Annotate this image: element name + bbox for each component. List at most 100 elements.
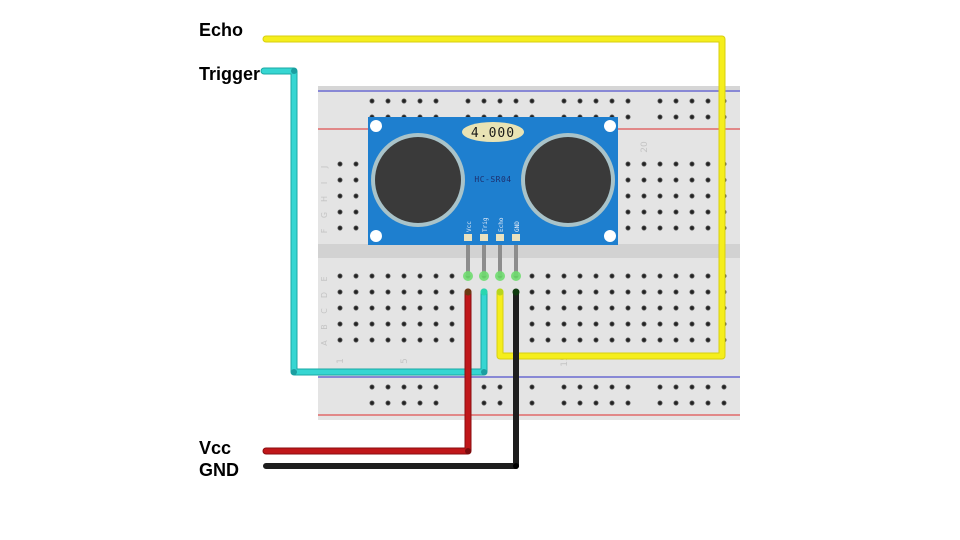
breadboard-hole bbox=[385, 337, 391, 343]
breadboard-hole bbox=[337, 161, 343, 167]
breadboard-hole bbox=[625, 225, 631, 231]
breadboard-hole bbox=[353, 161, 359, 167]
breadboard-hole bbox=[593, 273, 599, 279]
breadboard-hole bbox=[417, 273, 423, 279]
breadboard-hole bbox=[657, 321, 663, 327]
rail-hole bbox=[625, 400, 631, 406]
trigger-wire-end bbox=[481, 369, 487, 375]
breadboard-hole bbox=[369, 273, 375, 279]
row-letter-label: A bbox=[320, 340, 329, 346]
row-letter-label: I bbox=[320, 182, 329, 184]
crystal-oscillator bbox=[462, 122, 524, 142]
row-letter-label: F bbox=[320, 228, 329, 233]
breadboard-hole bbox=[625, 273, 631, 279]
rail-hole bbox=[465, 98, 471, 104]
breadboard-hole bbox=[449, 337, 455, 343]
rail-hole bbox=[689, 384, 695, 390]
pin-leg-echo bbox=[498, 240, 502, 276]
breadboard-hole bbox=[449, 273, 455, 279]
rail-hole bbox=[497, 98, 503, 104]
breadboard-hole bbox=[641, 177, 647, 183]
breadboard-hole bbox=[417, 321, 423, 327]
rail-hole bbox=[625, 98, 631, 104]
trigger-wire-bend-2 bbox=[291, 369, 297, 375]
rail-hole bbox=[625, 384, 631, 390]
rail-hole bbox=[529, 400, 535, 406]
mount-hole-br bbox=[604, 230, 616, 242]
breadboard-hole bbox=[337, 289, 343, 295]
breadboard-hole bbox=[577, 273, 583, 279]
wires bbox=[260, 35, 726, 469]
rail-hole bbox=[689, 400, 695, 406]
pin-leg-vcc bbox=[466, 240, 470, 276]
breadboard-hole bbox=[401, 289, 407, 295]
rail-hole bbox=[673, 400, 679, 406]
breadboard-hole bbox=[529, 273, 535, 279]
breadboard-hole bbox=[337, 209, 343, 215]
breadboard-hole bbox=[609, 289, 615, 295]
breadboard-hole bbox=[433, 305, 439, 311]
breadboard-hole bbox=[689, 273, 695, 279]
breadboard-hole bbox=[561, 273, 567, 279]
rail-hole bbox=[561, 400, 567, 406]
breadboard-hole bbox=[433, 337, 439, 343]
breadboard-hole bbox=[657, 273, 663, 279]
breadboard-hole bbox=[593, 337, 599, 343]
breadboard-hole bbox=[561, 321, 567, 327]
pin-contact-vcc bbox=[463, 271, 473, 281]
breadboard-hole bbox=[337, 321, 343, 327]
rail-hole bbox=[385, 384, 391, 390]
breadboard-hole bbox=[657, 193, 663, 199]
mount-hole-tl bbox=[370, 120, 382, 132]
rail-hole bbox=[401, 384, 407, 390]
rail-hole bbox=[417, 400, 423, 406]
pin-contact-trig bbox=[479, 271, 489, 281]
breadboard-hole bbox=[673, 289, 679, 295]
rail-hole bbox=[673, 114, 679, 120]
echo-wire[interactable] bbox=[263, 36, 725, 359]
hc-sr04-sensor: 4.000 HC-SR04 Vcc Trig Echo GND bbox=[368, 117, 618, 245]
breadboard-hole bbox=[689, 337, 695, 343]
breadboard-hole bbox=[401, 305, 407, 311]
pin-label-vcc: Vcc bbox=[466, 221, 473, 232]
breadboard-hole bbox=[689, 305, 695, 311]
breadboard-hole bbox=[641, 209, 647, 215]
breadboard-hole bbox=[577, 305, 583, 311]
breadboard-hole bbox=[641, 305, 647, 311]
pin-label-echo: Echo bbox=[498, 217, 505, 232]
rail-hole bbox=[497, 384, 503, 390]
breadboard-hole bbox=[673, 225, 679, 231]
pin-contact-echo bbox=[495, 271, 505, 281]
vcc-wire-tip bbox=[464, 288, 472, 296]
rail-hole bbox=[705, 400, 711, 406]
rail-hole bbox=[609, 384, 615, 390]
rail-hole bbox=[369, 400, 375, 406]
rail-hole bbox=[721, 400, 727, 406]
breadboard-hole bbox=[641, 225, 647, 231]
breadboard-hole bbox=[353, 193, 359, 199]
breadboard-hole bbox=[689, 321, 695, 327]
breadboard-hole bbox=[625, 193, 631, 199]
breadboard-hole bbox=[385, 289, 391, 295]
rail-hole bbox=[673, 98, 679, 104]
breadboard-hole bbox=[561, 337, 567, 343]
rail-hole bbox=[417, 98, 423, 104]
breadboard-hole bbox=[705, 273, 711, 279]
gnd-label: GND bbox=[199, 460, 239, 480]
breadboard-hole bbox=[529, 305, 535, 311]
breadboard-hole bbox=[337, 225, 343, 231]
rail-hole bbox=[657, 400, 663, 406]
breadboard-hole bbox=[641, 337, 647, 343]
column-number-label: 20 bbox=[640, 141, 650, 153]
sensor-model: HC-SR04 bbox=[474, 175, 511, 184]
breadboard-hole bbox=[577, 289, 583, 295]
rail-hole bbox=[561, 384, 567, 390]
rail-hole bbox=[705, 98, 711, 104]
rail-hole bbox=[385, 98, 391, 104]
breadboard-hole bbox=[561, 289, 567, 295]
breadboard-hole bbox=[689, 161, 695, 167]
breadboard-hole bbox=[673, 337, 679, 343]
breadboard-hole bbox=[609, 273, 615, 279]
breadboard-hole bbox=[401, 321, 407, 327]
